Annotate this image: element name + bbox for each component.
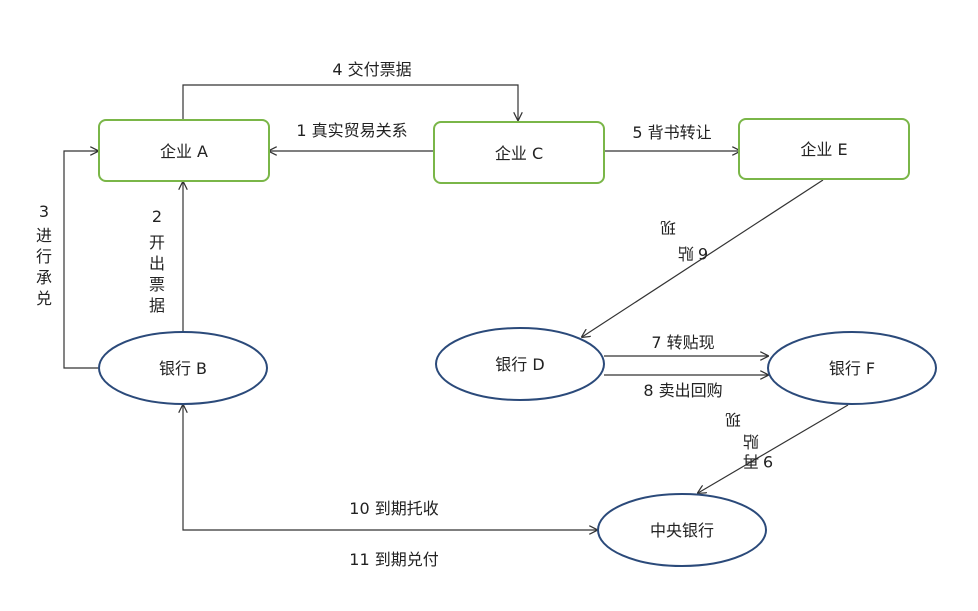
svg-text:2: 2 — [152, 207, 162, 226]
edge-label-accept: 3 进 行 承 兑 — [36, 202, 52, 308]
svg-text:承: 承 — [36, 268, 52, 287]
edge-label-repo: 8 卖出回购 — [643, 381, 722, 400]
node-label-enterprise-a: 企业 A — [160, 142, 208, 161]
node-enterprise-a: 企业 A — [98, 119, 270, 182]
node-bank-d: 银行 D — [435, 327, 605, 401]
edge-label-central-rediscount: 9 再 贴 现 — [725, 410, 773, 471]
edge-label-endorse-transfer: 5 背书转让 — [632, 123, 711, 142]
edge-label-rediscount-transfer: 7 转贴现 — [651, 333, 714, 352]
edge-discount — [582, 179, 824, 337]
edge-label-payment: 11 到期兑付 — [349, 550, 438, 569]
edge-accept — [63, 151, 98, 369]
svg-text:行: 行 — [36, 247, 52, 266]
svg-text:据: 据 — [149, 296, 165, 315]
edge-label-issue-bill: 2 开 出 票 据 — [149, 207, 165, 315]
edge-label-discount: 6 贴 现 — [660, 218, 708, 263]
node-bank-b: 银行 B — [98, 331, 268, 405]
edge-label-deliver-bill: 4 交付票据 — [332, 60, 411, 79]
node-enterprise-c: 企业 C — [433, 121, 605, 184]
edge-central-rediscount — [698, 404, 849, 493]
svg-text:现: 现 — [725, 410, 741, 429]
edge-deliver-bill — [182, 84, 518, 120]
svg-text:再: 再 — [743, 452, 759, 471]
node-enterprise-e: 企业 E — [738, 118, 910, 180]
svg-text:6: 6 — [698, 244, 708, 263]
svg-text:票: 票 — [149, 275, 165, 294]
svg-text:贴: 贴 — [743, 432, 759, 451]
node-label-bank-d: 银行 D — [495, 355, 544, 374]
node-label-bank-b: 银行 B — [159, 359, 207, 378]
edge-label-trade-relation: 1 真实贸易关系 — [296, 121, 407, 140]
svg-text:出: 出 — [149, 254, 165, 273]
edge-label-collection: 10 到期托收 — [349, 499, 438, 518]
svg-text:贴: 贴 — [678, 244, 694, 263]
node-label-enterprise-e: 企业 E — [800, 140, 847, 159]
node-label-bank-f: 银行 F — [829, 359, 875, 378]
node-central-bank: 中央银行 — [597, 493, 767, 567]
node-label-enterprise-c: 企业 C — [495, 144, 543, 163]
svg-text:兑: 兑 — [36, 289, 52, 308]
node-bank-f: 银行 F — [767, 331, 937, 405]
node-label-central-bank: 中央银行 — [650, 521, 714, 540]
svg-text:9: 9 — [763, 452, 773, 471]
svg-text:进: 进 — [36, 226, 52, 245]
svg-text:现: 现 — [660, 218, 676, 237]
svg-text:3: 3 — [39, 202, 49, 221]
edge-collection-payment — [183, 405, 597, 530]
svg-text:开: 开 — [149, 233, 165, 252]
